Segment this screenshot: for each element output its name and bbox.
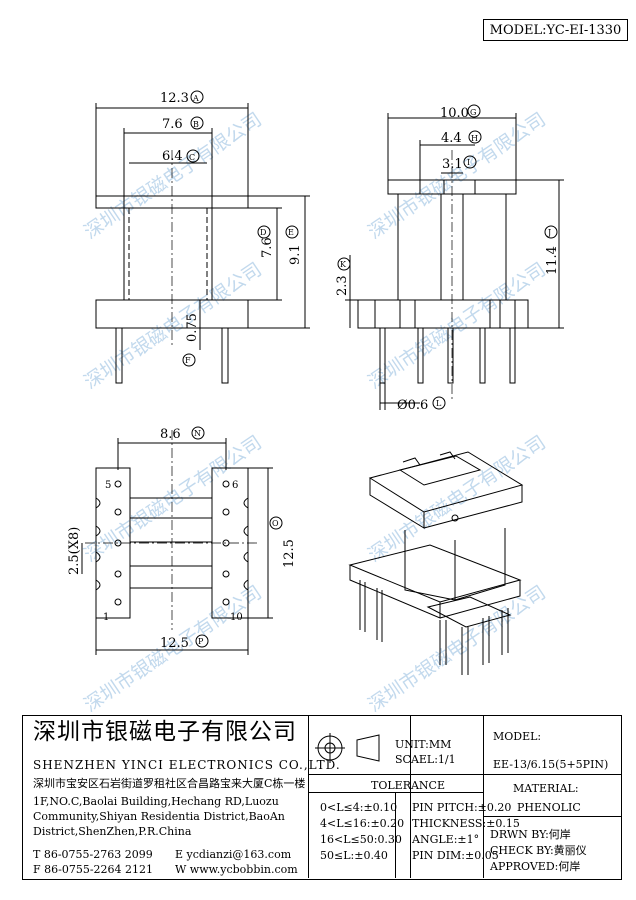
tolerance-line-8: PIN DIM:±0.05	[412, 849, 499, 862]
model-value: EE-13/6.15(5+5PIN)	[493, 758, 609, 771]
dim-c-mark: C	[189, 153, 195, 162]
projection-symbol	[315, 733, 380, 763]
dim-f-value: 0.75	[185, 313, 200, 342]
technical-drawing: 12.3 A 7.6 B 6.4 C 7.6 D 9.1 E 0.75 F 10…	[67, 90, 564, 675]
dim-n-mark: N	[194, 429, 201, 438]
dim-e-mark: E	[288, 228, 294, 237]
company-name-en: SHENZHEN YINCI ELECTRONICS CO.,LTD.	[33, 758, 341, 772]
dim-i-mark: I	[467, 158, 470, 167]
address-en-line-1: 1F,NO.C,Baolai Building,Hechang RD,Luozu	[33, 795, 279, 808]
dim-g-mark: G	[470, 108, 476, 117]
tel-number: T 86-0755-2763 2099	[33, 848, 153, 861]
pin-6-label: 6	[232, 480, 238, 491]
address-cn: 深圳市宝安区石岩街道罗租社区合昌路宝来大厦C栋一楼	[33, 777, 306, 790]
dim-b-value: 7.6	[162, 117, 183, 132]
tolerance-line-2: 4<L≤16:±0.20	[320, 817, 405, 830]
material-label: MATERIAL:	[513, 782, 579, 795]
dim-pitch-value: 2.5(X8)	[67, 527, 82, 575]
dim-d-value: 7.6	[260, 237, 275, 258]
dim-h-mark: H	[471, 134, 478, 143]
unit-label: UNIT:MM	[395, 738, 452, 751]
tolerance-line-7: ANGLE:±1°	[412, 833, 480, 846]
pin-5-label: 5	[105, 480, 111, 491]
email-address: E ycdianzi@163.com	[175, 848, 292, 861]
fax-number: F 86-0755-2264 2121	[33, 863, 154, 876]
bottom-view	[81, 426, 283, 655]
dim-p-mark: P	[198, 637, 204, 646]
isometric-view	[348, 451, 524, 675]
dim-i-value: 3.1	[442, 157, 463, 172]
address-en-line-2: Community,Shiyan Residentia District,Bao…	[33, 810, 285, 823]
tolerance-title: TOLERANCE	[371, 779, 445, 792]
address-en-line-3: District,ShenZhen,P.R.China	[33, 825, 192, 838]
dim-g-value: 10.0	[440, 106, 469, 121]
website: W www.ycbobbin.com	[175, 863, 298, 876]
dim-l-value: Ø0.6	[397, 398, 428, 413]
dim-o-value: 12.5	[282, 539, 297, 568]
front-view	[95, 90, 310, 384]
dim-h-value: 4.4	[441, 131, 462, 146]
tolerance-line-5: PIN PITCH:±0.20	[412, 801, 512, 814]
dim-j-mark: J	[547, 228, 551, 237]
approved-by: APPROVED:何岸	[490, 860, 581, 873]
tolerance-line-4: 50≤L:±0.40	[320, 849, 388, 862]
pin-10-label: 10	[230, 612, 243, 623]
material-value: PHENOLIC	[517, 801, 581, 814]
dim-o-mark: O	[272, 519, 279, 528]
model-number-label: MODEL:YC-EI-1330	[483, 19, 628, 41]
dim-l-mark: L	[436, 399, 442, 408]
drawn-by: DRWN BY:何岸	[490, 828, 571, 841]
dim-e-value: 9.1	[288, 244, 303, 265]
company-name-cn: 深圳市银磁电子有限公司	[33, 719, 297, 745]
pin-1-label: 1	[103, 612, 109, 623]
dim-d-mark: D	[260, 228, 266, 237]
tolerance-line-6: THICKNESS:±0.15	[412, 817, 520, 830]
dim-j-value: 11.4	[545, 246, 560, 275]
dim-n-value: 8.6	[160, 427, 181, 442]
dim-k-mark: K	[340, 260, 347, 269]
title-block: 深圳市银磁电子有限公司 SHENZHEN YINCI ELECTRONICS C…	[22, 715, 622, 880]
check-by: CHECK BY:黄丽仪	[490, 844, 587, 857]
scale-label: SCAEL:1/1	[395, 753, 456, 766]
dim-p-value: 12.5	[160, 636, 189, 651]
dim-f-mark: F	[185, 356, 191, 365]
dim-a-value: 12.3	[160, 91, 189, 106]
dim-c-value: 6.4	[162, 149, 183, 164]
dim-k-value: 2.3	[335, 275, 350, 296]
tolerance-line-3: 16<L≤50:0.30	[320, 833, 402, 846]
dim-b-mark: B	[193, 120, 199, 129]
model-label: MODEL:	[493, 730, 542, 743]
dim-a-mark: A	[192, 94, 199, 103]
side-view	[337, 104, 564, 410]
tolerance-line-1: 0<L≤4:±0.10	[320, 801, 398, 814]
